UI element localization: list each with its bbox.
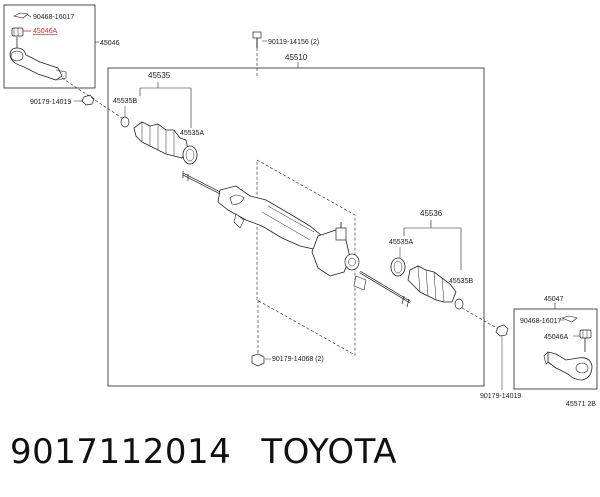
clip-right-large-icon — [390, 257, 406, 277]
nut-bottom-label: 90179-14068 (2) — [272, 356, 324, 363]
clip-right-a-label: 45535A — [389, 239, 413, 246]
rack-assembly-label: 45510 — [285, 53, 308, 62]
top-left-tie-rod-inset: 90468-16017 45046A — [3, 4, 96, 89]
part-caption: 9017112014 TOYOTA — [10, 432, 397, 472]
br-nut-part-label: 90468-16017 — [520, 318, 561, 325]
locknut-right-icon — [495, 324, 509, 337]
steering-rack-icon — [182, 171, 411, 308]
nut-bottom-icon — [251, 353, 265, 367]
tl-tie-rod-end-label: 45046A — [33, 28, 57, 35]
clip-left-a-label: 45535A — [180, 130, 204, 137]
tl-assembly-label: 45046 — [100, 40, 120, 47]
br-castle-nut-icon — [579, 329, 592, 339]
clip-left-small-icon — [120, 116, 130, 128]
locknut-left-icon — [81, 94, 95, 106]
boot-set-right-label: 45536 — [420, 209, 443, 218]
steering-rack-exploded-diagram: 90468-16017 45046A 45046 90179-14019 455… — [3, 4, 598, 408]
clip-right-b-label: 45535B — [449, 278, 473, 285]
clip-right-small-icon — [454, 298, 464, 310]
br-nut-icon — [560, 315, 578, 323]
nut-icon — [13, 12, 32, 19]
clip-left-b-label: 45535B — [113, 98, 137, 105]
boot-left-icon — [133, 121, 189, 159]
tl-nut-part-label: 90468-16017 — [33, 14, 74, 21]
brand-name: TOYOTA — [261, 432, 398, 472]
br-assembly-label: 45047 — [544, 296, 564, 303]
bolt-top-icon — [252, 31, 262, 48]
br-locknut-label: 90179-14019 — [480, 393, 521, 400]
clip-left-large-icon — [182, 145, 198, 165]
tie-rod-end-icon — [9, 37, 67, 81]
boot-set-left-label: 45535 — [148, 71, 171, 80]
bolt-top-label: 90119-14156 (2) — [268, 39, 319, 46]
castle-nut-icon — [11, 27, 24, 37]
tl-locknut-label: 90179-14019 — [30, 99, 71, 106]
bottom-right-tie-rod-inset: 90468-16017 45046A — [513, 308, 598, 390]
br-tie-rod-end-icon — [543, 338, 593, 381]
figure-id-label: 45571 2B — [566, 401, 596, 408]
boot-right-icon — [407, 265, 457, 303]
part-number: 9017112014 — [10, 432, 232, 472]
rack-housing-dashed-outline — [256, 159, 356, 356]
rack-assembly-frame — [107, 67, 485, 387]
br-tie-rod-end-label: 45046A — [544, 334, 568, 341]
